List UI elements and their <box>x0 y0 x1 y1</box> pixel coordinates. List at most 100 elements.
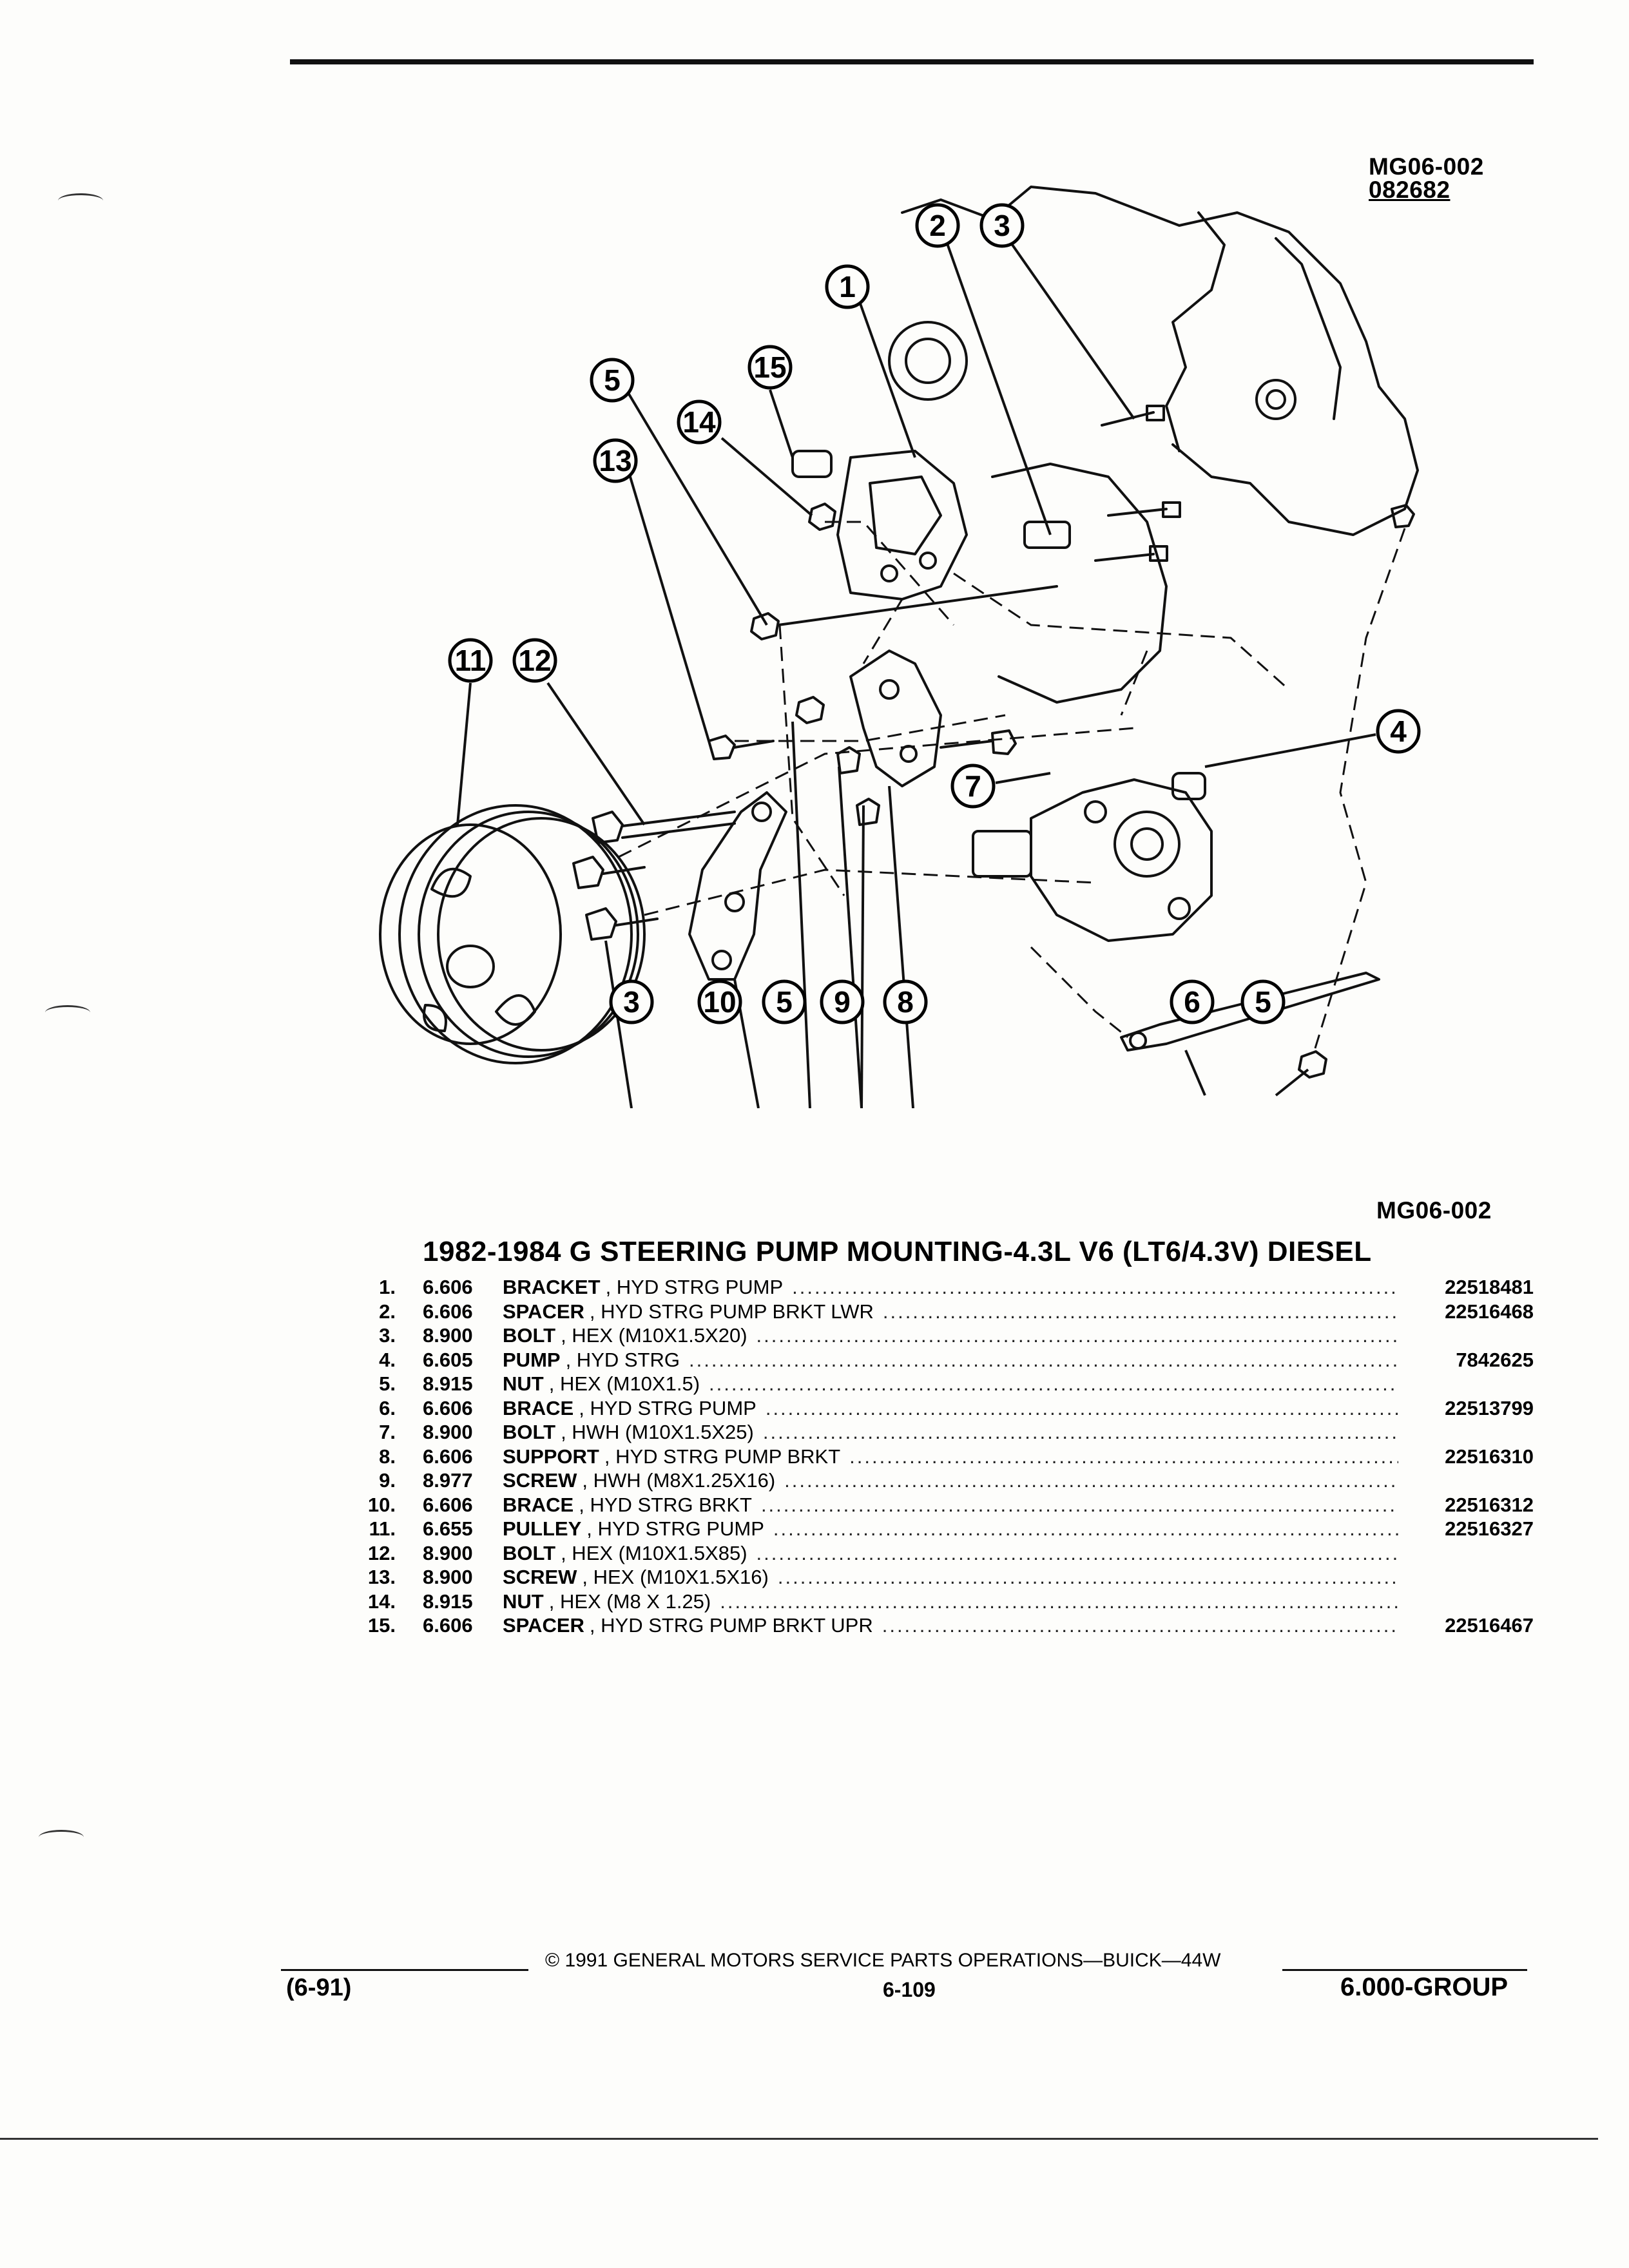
description: PUMP, HYD STRG <box>503 1349 1407 1372</box>
callout-13: 13 <box>593 438 638 483</box>
part-spec: , HYD STRG PUMP <box>605 1276 784 1298</box>
item-number: 11. <box>369 1517 396 1540</box>
figure-id-bottom: MG06-002 <box>1376 1197 1492 1224</box>
figure-id-top: MG06-002 <box>1369 153 1484 180</box>
dot-leader <box>763 1421 1398 1444</box>
svg-text:2: 2 <box>929 209 946 242</box>
part-spec: , HYD STRG <box>565 1348 680 1371</box>
callout-12: 12 <box>512 638 557 683</box>
description: NUT, HEX (M10X1.5) <box>503 1372 1407 1396</box>
part-name: BOLT <box>503 1421 556 1443</box>
callout-5-lower: 5 <box>762 979 807 1024</box>
page-number: 6-109 <box>883 1978 936 2001</box>
group-code: 8.900 <box>423 1566 473 1588</box>
svg-text:1: 1 <box>839 270 856 303</box>
callout-7: 7 <box>950 764 996 809</box>
section-title: 1982-1984 G STEERING PUMP MOUNTING-4.3L … <box>423 1236 1372 1267</box>
item-number: 4. <box>379 1348 396 1371</box>
description: BOLT, HEX (M10X1.5X85) <box>503 1542 1407 1565</box>
part-name: SUPPORT <box>503 1445 599 1468</box>
item-number: 12. <box>367 1541 396 1564</box>
parts-row: 12. 8.900 BOLT, HEX (M10X1.5X85) <box>335 1542 1534 1566</box>
part-spec: , HEX (M8 X 1.25) <box>548 1590 711 1613</box>
description: SPACER, HYD STRG PUMP BRKT LWR <box>503 1300 1407 1323</box>
group-code: 8.900 <box>423 1541 473 1564</box>
svg-text:10: 10 <box>703 985 736 1019</box>
svg-text:6: 6 <box>1184 985 1200 1019</box>
callout-10: 10 <box>697 979 742 1024</box>
dot-leader <box>757 1324 1398 1347</box>
part-spec: , HWH (M10X1.5X25) <box>561 1421 754 1443</box>
description: BRACE, HYD STRG BRKT <box>503 1494 1407 1517</box>
dot-leader <box>761 1494 1398 1517</box>
svg-text:11: 11 <box>455 644 487 677</box>
part-name: PUMP <box>503 1348 561 1371</box>
part-number: 22518481 <box>1445 1276 1534 1298</box>
group-code: 8.900 <box>423 1324 473 1347</box>
part-spec: , HYD STRG BRKT <box>579 1493 752 1516</box>
edge-mark <box>45 1005 90 1020</box>
steering-pump <box>972 772 1213 942</box>
part-name: BOLT <box>503 1324 556 1347</box>
svg-text:8: 8 <box>897 985 914 1019</box>
svg-text:13: 13 <box>599 444 631 477</box>
svg-text:3: 3 <box>994 209 1010 242</box>
part-spec: , HEX (M10X1.5X20) <box>561 1324 747 1347</box>
callout-14: 14 <box>677 399 722 445</box>
figure-id-number: 082682 <box>1369 177 1451 203</box>
part-spec: , HYD STRG PUMP BRKT LWR <box>589 1300 874 1323</box>
part-name: NUT <box>503 1590 544 1613</box>
part-spec: , HEX (M10X1.5) <box>548 1372 700 1395</box>
callout-9: 9 <box>820 979 865 1024</box>
callout-3-top: 3 <box>979 203 1025 248</box>
dot-leader <box>766 1397 1398 1420</box>
dot-leader <box>778 1566 1398 1589</box>
group-code: 8.977 <box>423 1469 473 1492</box>
description: SUPPORT, HYD STRG PUMP BRKT <box>503 1445 1407 1468</box>
item-number: 2. <box>379 1300 396 1323</box>
bracket <box>836 450 968 601</box>
pump-brace <box>1120 972 1380 1052</box>
part-number: 22516467 <box>1445 1614 1534 1637</box>
item-number: 9. <box>379 1469 396 1492</box>
footer-rule-right <box>1282 1969 1527 1971</box>
spacer-upper <box>791 450 833 478</box>
svg-text:15: 15 <box>753 351 786 384</box>
dot-leader <box>882 1614 1398 1637</box>
dot-leader <box>720 1590 1398 1613</box>
callout-2: 2 <box>915 203 960 248</box>
dot-leader <box>773 1517 1398 1541</box>
part-name: SCREW <box>503 1566 577 1588</box>
description: BOLT, HWH (M10X1.5X25) <box>503 1421 1407 1444</box>
svg-text:5: 5 <box>1255 985 1271 1019</box>
edge-mark <box>58 193 103 208</box>
copyright: © 1991 GENERAL MOTORS SERVICE PARTS OPER… <box>545 1950 1221 1971</box>
dot-leader <box>849 1445 1398 1468</box>
group-code: 6.606 <box>423 1445 473 1468</box>
svg-text:5: 5 <box>776 985 793 1019</box>
svg-text:3: 3 <box>623 985 640 1019</box>
item-number: 5. <box>379 1372 396 1395</box>
description: SPACER, HYD STRG PUMP BRKT UPR <box>503 1614 1407 1637</box>
part-number: 22513799 <box>1445 1396 1534 1419</box>
group-code: 6.606 <box>423 1396 473 1419</box>
part-number: 22516312 <box>1445 1493 1534 1516</box>
part-spec: , HYD STRG PUMP BRKT UPR <box>589 1614 873 1637</box>
part-spec: , HEX (M10X1.5X85) <box>561 1541 747 1564</box>
callout-3-bottom: 3 <box>609 979 654 1024</box>
callout-11: 11 <box>448 638 493 683</box>
footer-rule-left <box>281 1969 528 1971</box>
description: BOLT, HEX (M10X1.5X20) <box>503 1324 1407 1347</box>
item-number: 14. <box>367 1590 396 1613</box>
dot-leader <box>883 1300 1398 1323</box>
item-number: 10. <box>367 1493 396 1516</box>
callout-1: 1 <box>825 264 870 309</box>
